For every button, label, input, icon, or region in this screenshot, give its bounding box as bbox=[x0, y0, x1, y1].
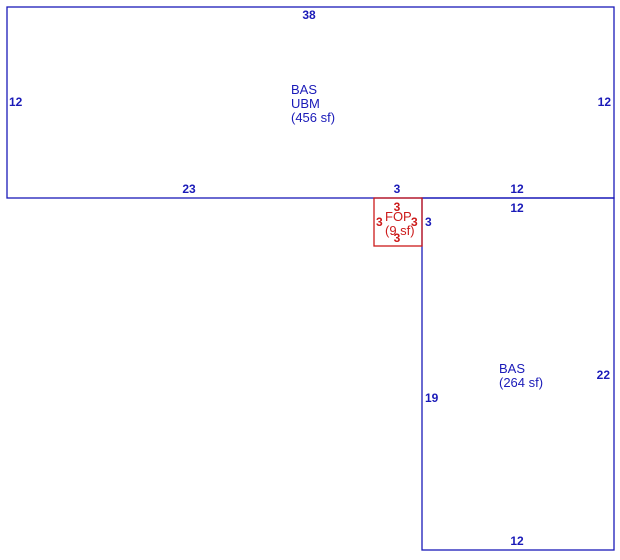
dim-fop-bottom: 3 bbox=[394, 231, 401, 245]
upper-area-line-1: BAS bbox=[291, 82, 317, 97]
fop-outline bbox=[373, 197, 423, 247]
dim-upper-right: 12 bbox=[598, 95, 612, 109]
lower-bas-outline bbox=[421, 197, 615, 551]
dim-fop-outer-right: 3 bbox=[425, 215, 432, 229]
dim-upper-bottom-mid: 3 bbox=[394, 182, 401, 196]
dim-lower-right: 22 bbox=[597, 368, 611, 382]
dim-upper-bottom-right: 12 bbox=[510, 182, 524, 196]
fop-area-line-1: FOP bbox=[385, 209, 412, 224]
dim-lower-top: 12 bbox=[510, 201, 524, 215]
lower-area-line-2: (264 sf) bbox=[499, 375, 543, 390]
dim-upper-bottom-left: 23 bbox=[182, 182, 196, 196]
lower-area-line-1: BAS bbox=[499, 361, 525, 376]
upper-area-line-2: UBM bbox=[291, 96, 320, 111]
fop-area-line-2: (9 sf) bbox=[385, 223, 415, 238]
fop-area-label: FOP (9 sf) bbox=[385, 209, 415, 238]
upper-area-label: BAS UBM (456 sf) bbox=[291, 82, 335, 125]
dim-fop-left: 3 bbox=[376, 215, 383, 229]
dim-lower-left: 19 bbox=[425, 391, 439, 405]
dim-fop-right: 3 bbox=[411, 215, 418, 229]
dim-fop-top: 3 bbox=[394, 200, 401, 214]
lower-area-label: BAS (264 sf) bbox=[499, 361, 543, 390]
dim-upper-top: 38 bbox=[302, 8, 316, 22]
upper-bas-ubm-outline bbox=[6, 6, 615, 199]
dim-lower-bottom: 12 bbox=[510, 534, 524, 548]
upper-area-line-3: (456 sf) bbox=[291, 110, 335, 125]
dim-upper-left: 12 bbox=[9, 95, 23, 109]
